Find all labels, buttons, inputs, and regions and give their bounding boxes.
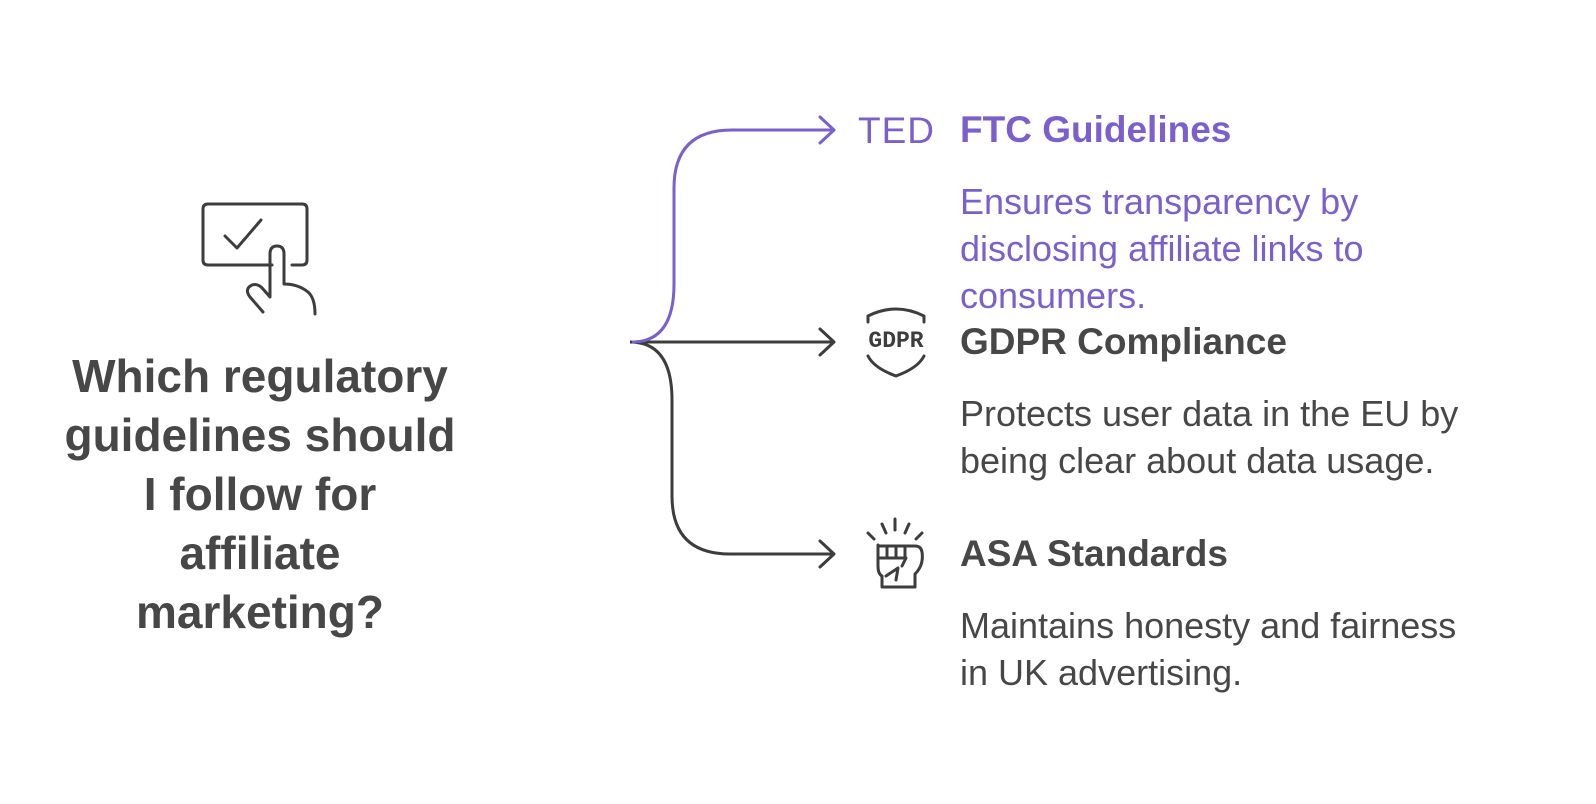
description-line: Maintains honesty and fairness — [960, 605, 1457, 646]
central-question: Which regulatory guidelines should I fol… — [40, 347, 480, 642]
question-line: guidelines should — [64, 409, 456, 461]
description-line: being clear about data usage. — [960, 440, 1435, 481]
question-line: Which regulatory — [72, 350, 448, 402]
description-line: Ensures transparency by — [960, 181, 1359, 222]
gdpr-icon-label: GDPR — [868, 328, 924, 354]
description-line: Protects user data in the EU by — [960, 393, 1459, 434]
ted-logo-icon: TED — [858, 110, 935, 151]
gdpr-badge-icon: GDPR — [858, 304, 934, 380]
question-line: affiliate — [179, 527, 341, 579]
branch-title-asa: ASA Standards — [960, 533, 1228, 574]
branch-description-ftc: Ensures transparency by disclosing affil… — [960, 178, 1560, 319]
arrowhead-ftc — [818, 115, 836, 145]
gdpr-shield-icon — [866, 307, 926, 378]
raised-fist-icon — [866, 517, 924, 589]
description-line: in UK advertising. — [960, 652, 1243, 693]
branch-line-asa — [629, 340, 832, 556]
description-line: consumers. — [960, 275, 1147, 316]
branch-description-asa: Maintains honesty and fairness in UK adv… — [960, 602, 1560, 696]
arrowhead-gdpr — [818, 327, 836, 357]
branch-description-gdpr: Protects user data in the EU by being cl… — [960, 390, 1560, 484]
question-line: I follow for — [143, 468, 377, 520]
branch-title-gdpr: GDPR Compliance — [960, 321, 1287, 362]
description-line: disclosing affiliate links to — [960, 228, 1364, 269]
branch-title-ftc: FTC Guidelines — [960, 109, 1232, 150]
touch-checkbox-icon — [201, 202, 317, 316]
arrowhead-asa — [818, 539, 836, 569]
branch-line-ftc — [631, 128, 832, 344]
question-line: marketing? — [136, 586, 384, 638]
